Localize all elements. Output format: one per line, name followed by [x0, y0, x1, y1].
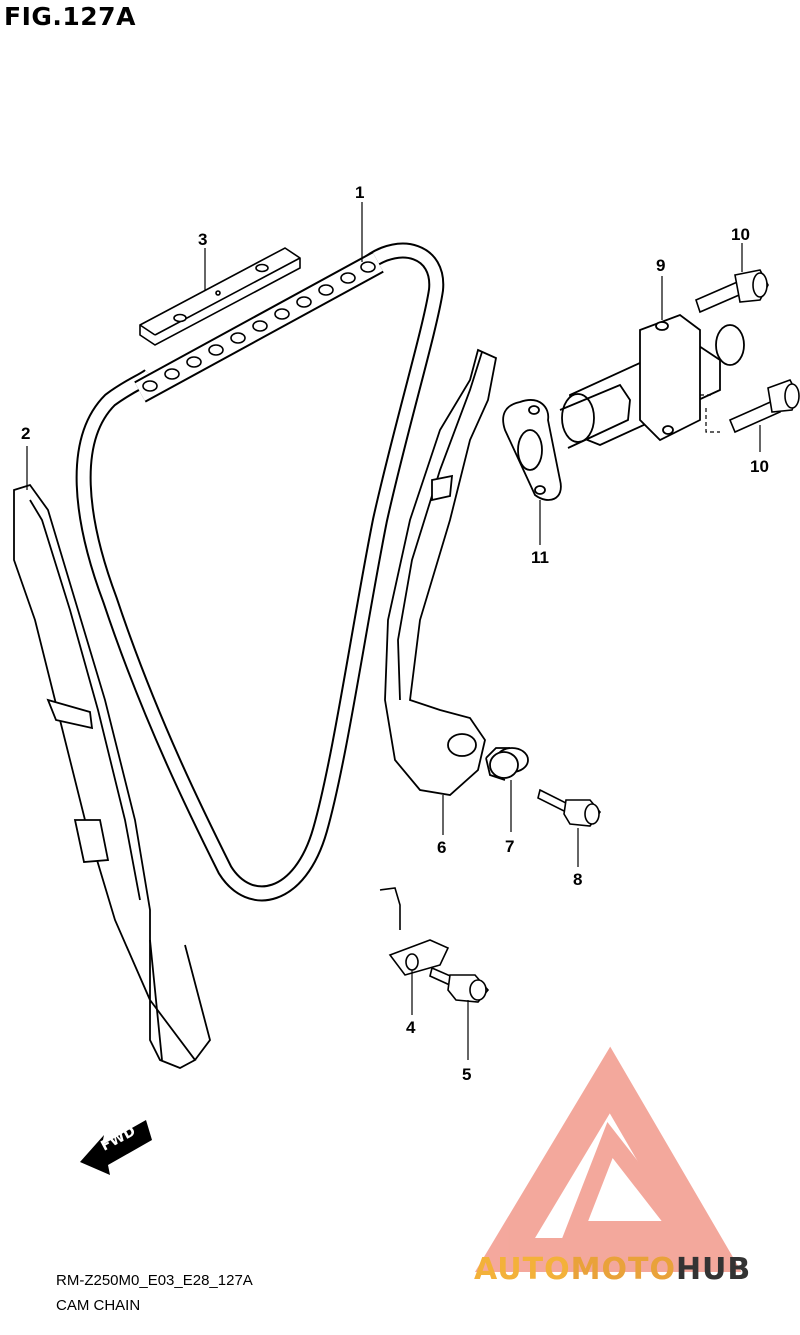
- callout-4: 4: [406, 1018, 416, 1037]
- callout-2: 2: [21, 424, 31, 443]
- brand-part-hub: HUB: [675, 1252, 752, 1287]
- guide-plate: [379, 887, 450, 976]
- bolt-10-top: [695, 269, 769, 314]
- cam-chain-guide: [139, 247, 301, 346]
- cam-chain: [75, 242, 445, 902]
- tensioner-adjuster: [559, 313, 745, 449]
- brand-part-moto: MOTO: [570, 1252, 676, 1287]
- callout-1: 1: [355, 183, 365, 202]
- watermark-logo: [474, 1046, 742, 1272]
- leader-lines: [26, 202, 761, 1060]
- bolt-5: [429, 966, 490, 1003]
- figure-title: FIG.127A: [4, 2, 136, 31]
- chain-tensioner-guide: [384, 348, 498, 796]
- callout-9: 9: [656, 256, 666, 275]
- callout-11: 11: [531, 548, 549, 567]
- callout-10-bottom: 10: [750, 457, 769, 476]
- diagram-name: CAM CHAIN: [56, 1297, 141, 1314]
- gasket: [502, 399, 562, 501]
- callout-10-top: 10: [731, 225, 750, 244]
- diagram-code: RM-Z250M0_E03_E28_127A: [56, 1272, 253, 1289]
- callout-7: 7: [505, 837, 515, 856]
- chain-guide-rear: [13, 483, 211, 1069]
- fwd-arrow: [80, 1120, 152, 1175]
- brand-logo-text: AUTOMOTOHUB: [474, 1252, 751, 1287]
- bushing: [485, 747, 529, 781]
- bolt-10-bottom: [728, 379, 800, 434]
- callout-3: 3: [198, 230, 208, 249]
- callout-6: 6: [437, 838, 447, 857]
- bolt-8: [537, 788, 602, 827]
- callout-5: 5: [462, 1065, 472, 1084]
- brand-part-auto: AUTO: [474, 1252, 571, 1287]
- callout-8: 8: [573, 870, 583, 889]
